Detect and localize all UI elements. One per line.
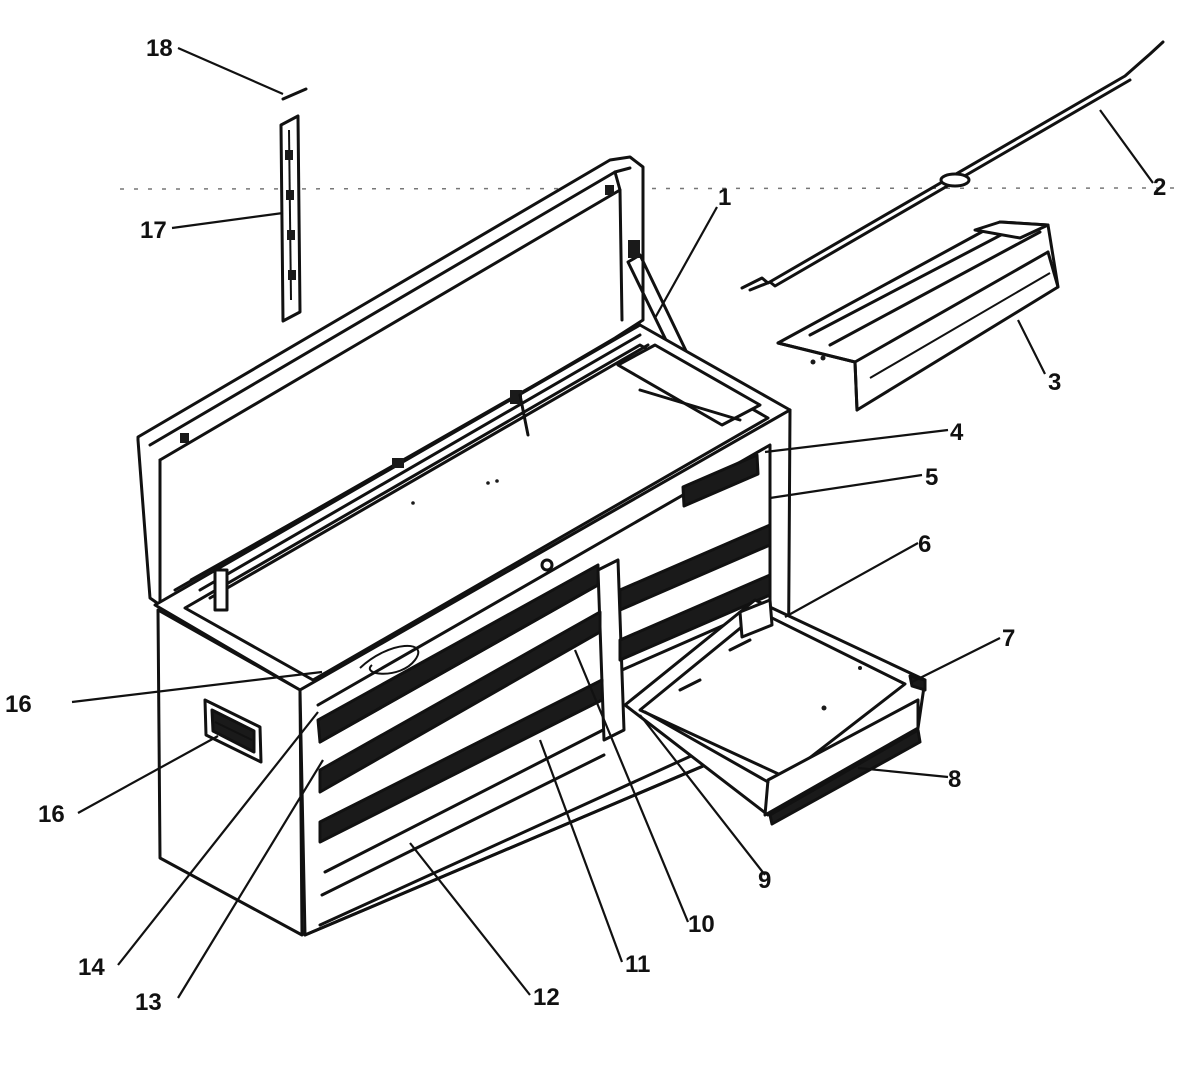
part-drawer (623, 598, 927, 826)
leader-9 (639, 714, 766, 876)
callout-1: 1 (718, 184, 731, 211)
callout-7: 7 (1002, 625, 1015, 652)
part-lid-strip (279, 114, 302, 323)
callout-5: 5 (925, 464, 938, 491)
callout-8: 8 (948, 766, 961, 793)
leader-6 (784, 542, 919, 618)
leader-7 (911, 637, 1001, 683)
callout-17: 17 (140, 217, 167, 244)
callout-12: 12 (533, 984, 560, 1011)
leader-3 (1017, 319, 1046, 375)
callout-13: 13 (135, 989, 162, 1016)
leader-11 (538, 739, 624, 963)
callout-9: 9 (758, 867, 771, 894)
leader-2 (1099, 109, 1154, 184)
callout-11: 11 (625, 951, 650, 978)
callout-4: 4 (950, 419, 964, 446)
callout-16: 16 (38, 801, 65, 828)
leader-18 (177, 46, 284, 96)
leader-17 (171, 211, 284, 230)
part-pin (281, 87, 308, 101)
callout-3: 3 (1048, 369, 1061, 396)
leader-15 (71, 670, 323, 704)
leader-lines (71, 46, 1154, 999)
callout-18: 18 (146, 35, 173, 62)
alignment-line (119, 187, 1181, 190)
callout-15: 16 (5, 691, 32, 718)
callouts: 1 2 3 4 5 6 7 8 9 10 11 12 13 14 16 16 1… (5, 35, 1166, 1016)
leader-5 (769, 473, 923, 500)
leader-12 (409, 842, 531, 996)
part-tray (776, 220, 1060, 412)
leader-13 (177, 759, 324, 999)
leader-1 (654, 206, 718, 319)
leader-10 (573, 649, 690, 923)
leader-16 (77, 735, 219, 814)
leader-8 (857, 766, 949, 779)
leader-4 (764, 428, 949, 454)
callout-6: 6 (918, 531, 931, 558)
leader-14 (117, 711, 319, 966)
callout-10: 10 (688, 911, 715, 938)
callout-14: 14 (78, 954, 105, 981)
part-rod (740, 40, 1165, 292)
callout-2: 2 (1153, 174, 1166, 201)
